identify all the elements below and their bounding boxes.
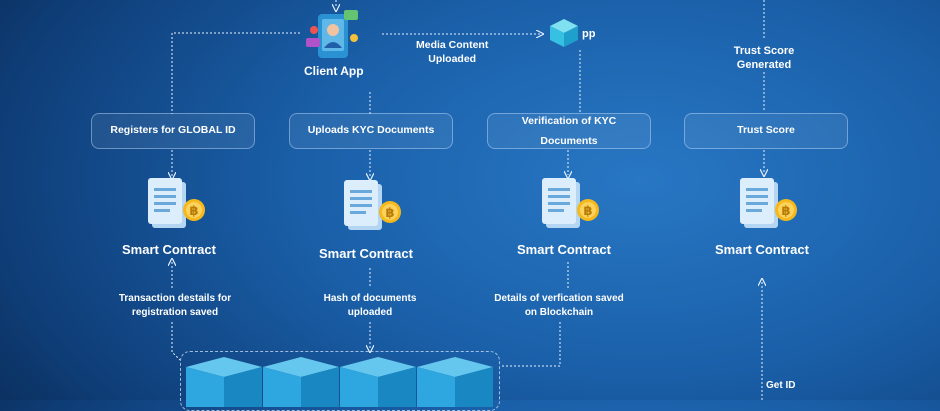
step-registers-global-id: Registers for GLOBAL ID <box>91 113 255 149</box>
blockchain-block-icon <box>340 357 416 407</box>
step-uploads-kyc-documents: Uploads KYC Documents <box>289 113 453 149</box>
media-upload-label: Media Content Uploaded <box>416 39 489 65</box>
blockchain-block-icon <box>186 357 262 407</box>
smart-contract-document-icon: ฿ <box>740 178 797 228</box>
svg-text:฿: ฿ <box>583 204 592 219</box>
note-verification-saved: Details of verfication saved on Blockcha… <box>494 293 624 318</box>
svg-text:฿: ฿ <box>781 204 790 219</box>
ipfs-label: pp <box>582 28 596 40</box>
blockchain-block-icon <box>417 357 493 407</box>
smart-contract-document-icon: ฿ <box>542 178 599 228</box>
get-id-label: Get ID <box>766 380 796 391</box>
smart-contract-title-1: Smart Contract <box>122 242 216 257</box>
connector-lines <box>0 0 940 400</box>
note-registration-saved: Transaction destails for registration sa… <box>118 293 232 318</box>
step-trust-score: Trust Score <box>684 113 848 149</box>
smart-contract-title-3: Smart Contract <box>517 242 611 257</box>
blockchain-block-icon <box>263 357 339 407</box>
svg-text:฿: ฿ <box>189 204 198 219</box>
trust-score-generated-label: Trust Score Generated <box>733 45 795 71</box>
note-hash-uploaded: Hash of documents uploaded <box>323 293 417 318</box>
smart-contract-title-4: Smart Contract <box>715 242 809 257</box>
step-verification-kyc: Verification of KYC Documents <box>487 113 651 149</box>
client-app-icon[interactable] <box>306 8 362 60</box>
client-app-label: Client App <box>304 64 364 78</box>
smart-contract-document-icon: ฿ <box>344 180 401 230</box>
ipfs-cube-icon <box>550 19 578 47</box>
smart-contract-document-icon: ฿ <box>148 178 205 228</box>
svg-text:฿: ฿ <box>385 206 394 221</box>
smart-contract-title-2: Smart Contract <box>319 246 413 261</box>
